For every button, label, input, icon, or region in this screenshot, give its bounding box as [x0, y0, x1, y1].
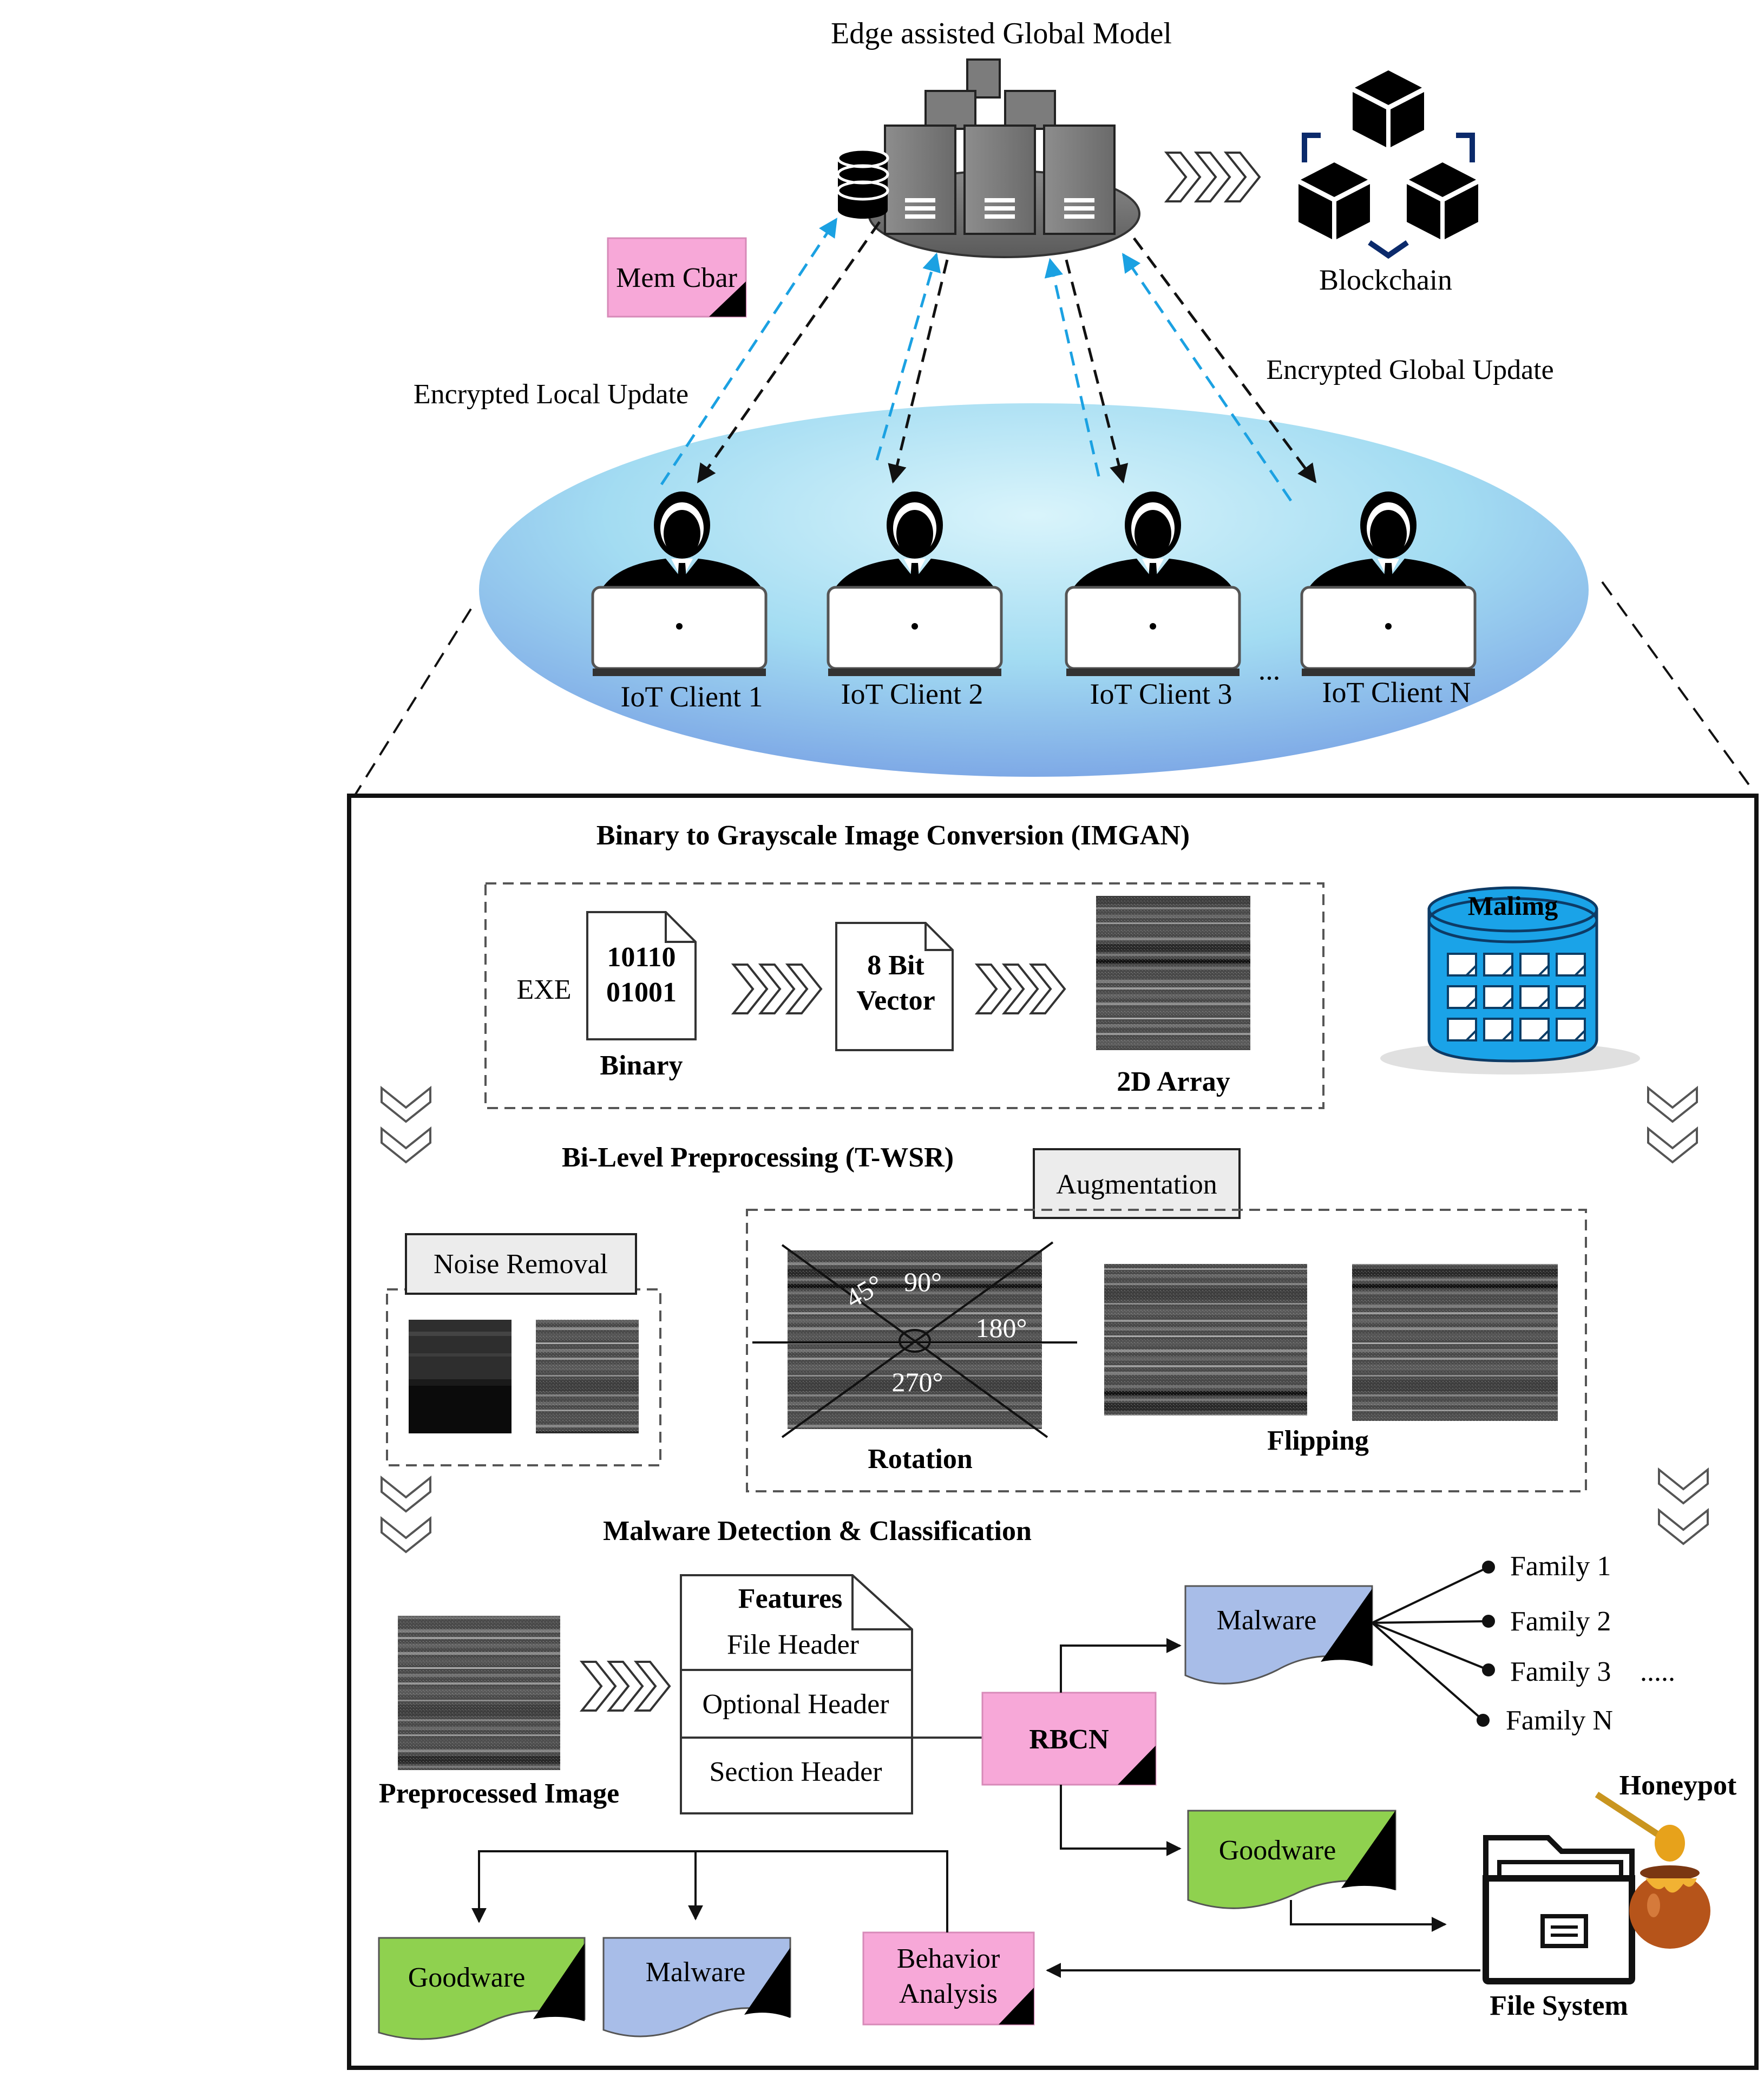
iot-client-3-label: IoT Client 3	[1090, 678, 1232, 710]
honeypot-label: Honeypot	[1619, 1770, 1737, 1801]
rbcn-label: RBCN	[1029, 1724, 1109, 1755]
family-2-label: Family 2	[1510, 1606, 1611, 1637]
rbcn-box	[981, 1692, 1157, 1786]
behavior-line-1: Behavior	[897, 1943, 1000, 1974]
noise-image-dark	[409, 1320, 512, 1433]
iot-client-2-label: IoT Client 2	[841, 678, 983, 710]
preprocessing-title: Bi-Level Preprocessing (T-WSR)	[562, 1142, 954, 1173]
behavior-analysis-box	[862, 1931, 1035, 2026]
memcbar-label: Mem Cbar	[616, 263, 737, 293]
iot-clients-region	[479, 403, 1589, 777]
iot-client-1-label: IoT Client 1	[621, 680, 763, 713]
detection-title: Malware Detection & Classification	[603, 1516, 1032, 1547]
global-model-title: Edge assisted Global Model	[831, 17, 1172, 50]
edge-server-icon	[868, 58, 1140, 258]
vector-document-icon	[835, 922, 954, 1051]
update-arrows	[660, 218, 1317, 502]
family-n-label: Family N	[1506, 1705, 1613, 1736]
2d-array-label: 2D Array	[1117, 1066, 1230, 1097]
to-blockchain-arrows	[1165, 152, 1261, 202]
behavior-output-arrows	[471, 1850, 948, 1932]
feature-optional-header: Optional Header	[702, 1689, 889, 1720]
binary-document-icon	[586, 911, 697, 1040]
features-document	[680, 1574, 913, 1814]
rotation-label: Rotation	[868, 1444, 973, 1475]
zoom-connector-lines	[353, 581, 1752, 797]
blockchain-icon	[1299, 70, 1478, 259]
angle-180-label: 180°	[976, 1313, 1027, 1343]
binary-line-1: 10110	[607, 942, 676, 973]
iot-clients-ellipsis: ...	[1258, 653, 1281, 686]
angle-90-label: 90°	[904, 1267, 942, 1297]
family-1-label: Family 1	[1510, 1551, 1611, 1582]
goodware-to-filesystem-arrow	[1290, 1900, 1447, 1932]
rotation-image	[752, 1241, 1077, 1438]
flipped-image-2	[1352, 1264, 1558, 1421]
augmentation-box	[746, 1209, 1587, 1492]
augmentation-label: Augmentation	[1056, 1169, 1217, 1200]
local-update-label: Encrypted Local Update	[414, 379, 688, 410]
family-lines	[1371, 1561, 1495, 1727]
imgan-title: Binary to Grayscale Image Conversion (IM…	[596, 820, 1190, 851]
feature-section-header: Section Header	[709, 1757, 882, 1787]
behavior-line-2: Analysis	[899, 1978, 998, 2009]
binary-label: Binary	[600, 1050, 683, 1081]
malimg-dataset-icon	[1380, 886, 1640, 1074]
goodware-document	[1187, 1810, 1396, 1909]
imgan-box	[484, 882, 1324, 1109]
preprocessed-label: Preprocessed Image	[379, 1778, 619, 1809]
database-icon	[836, 148, 889, 219]
families-ellipsis: .....	[1640, 1656, 1675, 1687]
noise-image-clean	[536, 1320, 639, 1433]
2d-array-image	[1096, 896, 1250, 1050]
features-title: Features	[738, 1583, 843, 1614]
output-goodware-document	[378, 1937, 586, 2040]
vector-line-2: Vector	[856, 985, 935, 1016]
goodware-label: Goodware	[1219, 1835, 1336, 1866]
malimg-label: Malimg	[1468, 890, 1558, 921]
malware-document	[1184, 1585, 1373, 1685]
binary-line-2: 01001	[606, 977, 677, 1008]
preprocessed-image	[398, 1616, 560, 1770]
file-system-icon	[1483, 1835, 1635, 1984]
iot-client-n-label: IoT Client N	[1322, 676, 1471, 709]
global-update-label: Encrypted Global Update	[1266, 355, 1553, 385]
noise-removal-tag	[405, 1233, 637, 1295]
honeypot-icon	[1595, 1791, 1710, 1949]
output-malware-label: Malware	[646, 1957, 746, 1988]
flipping-label: Flipping	[1267, 1425, 1369, 1456]
exe-label: EXE	[516, 974, 571, 1005]
angle-270-label: 270°	[892, 1367, 943, 1397]
flipped-image-1	[1104, 1264, 1307, 1416]
file-system-label: File System	[1490, 1990, 1628, 2021]
family-3-label: Family 3	[1510, 1656, 1611, 1687]
vector-line-1: 8 Bit	[867, 950, 924, 981]
output-malware-document	[602, 1937, 791, 2037]
output-goodware-label: Goodware	[408, 1962, 526, 1993]
rbcn-output-arrows	[1060, 1638, 1182, 1856]
malware-label: Malware	[1217, 1605, 1317, 1636]
memcbar-box	[607, 237, 747, 318]
feature-file-header: File Header	[727, 1629, 859, 1660]
augmentation-tag	[1033, 1148, 1241, 1219]
blockchain-label: Blockchain	[1319, 264, 1452, 296]
noise-removal-label: Noise Removal	[434, 1249, 608, 1280]
